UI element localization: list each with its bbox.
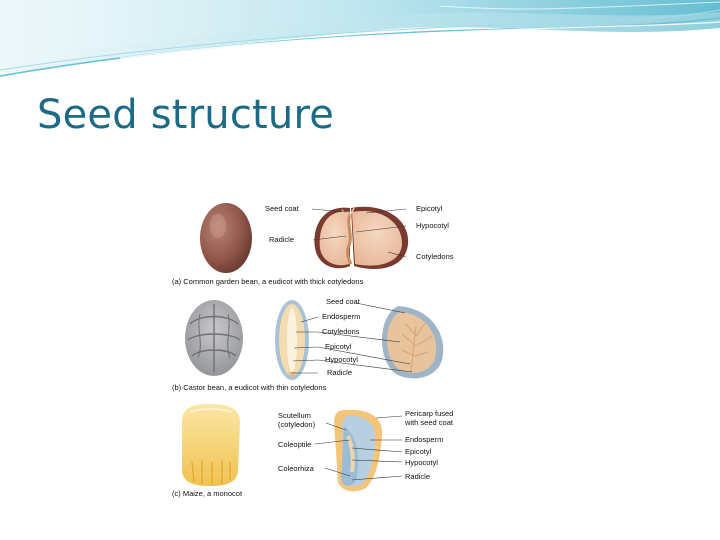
castor-cotyledons-side xyxy=(287,308,297,372)
label-b-radicle: Radicle xyxy=(327,368,352,377)
label-c-epicotyl: Epicotyl xyxy=(405,447,432,456)
label-c-pericarp-2: with seed coat xyxy=(404,418,454,427)
caption-a: (a) Common garden bean, a eudicot with t… xyxy=(172,277,364,286)
bean-cotyledon-right xyxy=(352,210,402,266)
label-c-endosperm: Endosperm xyxy=(405,435,443,444)
slide-title: Seed structure xyxy=(37,92,335,138)
label-c-pericarp-1: Pericarp fused xyxy=(405,409,453,418)
label-b-epicotyl: Epicotyl xyxy=(325,342,352,351)
label-a-epicotyl: Epicotyl xyxy=(416,204,443,213)
panel-c-maize: Scutellum (cotyledon) Coleoptile Coleorh… xyxy=(172,404,454,498)
label-c-coleorhiza: Coleorhiza xyxy=(278,464,315,473)
seed-diagram: Seed coat Radicle Epicotyl Hypocotyl Cot… xyxy=(172,203,454,498)
whole-bean-seed xyxy=(200,203,252,273)
label-a-seed-coat: Seed coat xyxy=(265,204,300,213)
label-c-scutellum-sub: (cotyledon) xyxy=(278,420,316,429)
caption-c: (c) Maize, a monocot xyxy=(172,489,243,498)
label-c-radicle: Radicle xyxy=(405,472,430,481)
bean-embryo-axis xyxy=(345,213,353,265)
panel-a-common-bean: Seed coat Radicle Epicotyl Hypocotyl Cot… xyxy=(172,203,454,286)
label-b-seed-coat: Seed coat xyxy=(326,297,361,306)
decorative-wave-banner xyxy=(0,0,720,78)
label-c-hypocotyl: Hypocotyl xyxy=(405,458,438,467)
maize-whole-kernel xyxy=(182,404,240,486)
label-a-radicle: Radicle xyxy=(269,235,294,244)
maize-embryo-axis xyxy=(346,435,355,473)
label-b-hypocotyl: Hypocotyl xyxy=(325,355,358,364)
bean-cotyledon-left xyxy=(319,211,350,266)
label-a-hypocotyl: Hypocotyl xyxy=(416,221,449,230)
label-b-cotyledons: Cotyledons xyxy=(322,327,360,336)
label-c-coleoptile: Coleoptile xyxy=(278,440,311,449)
seed-structure-figure: Seed coat Radicle Epicotyl Hypocotyl Cot… xyxy=(170,196,470,500)
label-b-endosperm: Endosperm xyxy=(322,312,360,321)
label-c-scutellum: Scutellum xyxy=(278,411,311,420)
caption-b: (b) Castor bean, a eudicot with thin cot… xyxy=(172,383,327,392)
label-a-cotyledons: Cotyledons xyxy=(416,252,454,261)
panel-b-castor-bean: Seed coat Endosperm Cotyledons Epicotyl … xyxy=(172,297,444,392)
